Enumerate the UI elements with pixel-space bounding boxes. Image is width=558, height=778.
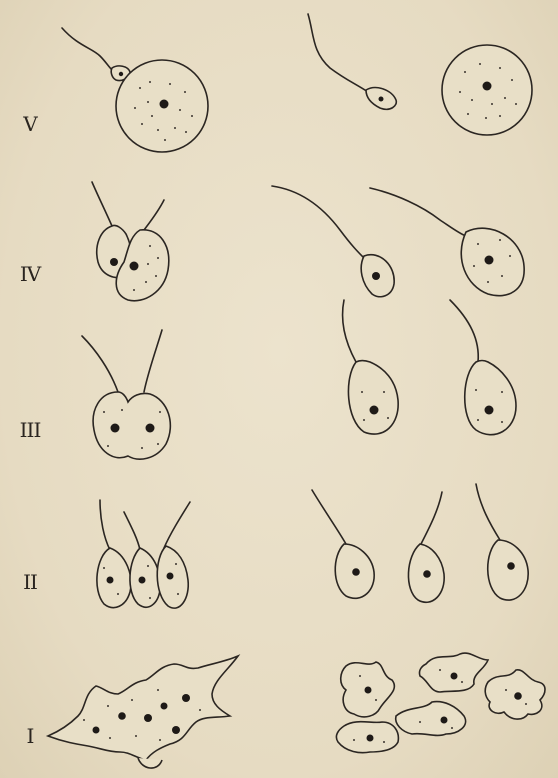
row-ii-right-flagellate-1 <box>312 490 374 598</box>
row-ii-left-triple-group <box>97 500 190 608</box>
row-iv-middle-flagellate <box>272 186 394 297</box>
row-iii-middle-flagellate <box>343 300 399 434</box>
row-i-right-amoebae-cluster <box>336 653 545 753</box>
row-iii-right-flagellate <box>450 300 516 435</box>
row-i-left-amoeboid-plasmodium <box>48 656 238 768</box>
row-iii-left-conjugating-pair <box>82 330 170 459</box>
row-iv-left-fusing-pair <box>92 182 169 301</box>
row-v-right-cyst <box>442 45 532 135</box>
row-ii-right-flagellate-3 <box>476 484 528 600</box>
row-v-left-flagellate-with-cyst <box>62 28 208 152</box>
row-ii-right-flagellate-2 <box>408 492 444 602</box>
row-v-right-free-flagellate <box>308 14 396 109</box>
